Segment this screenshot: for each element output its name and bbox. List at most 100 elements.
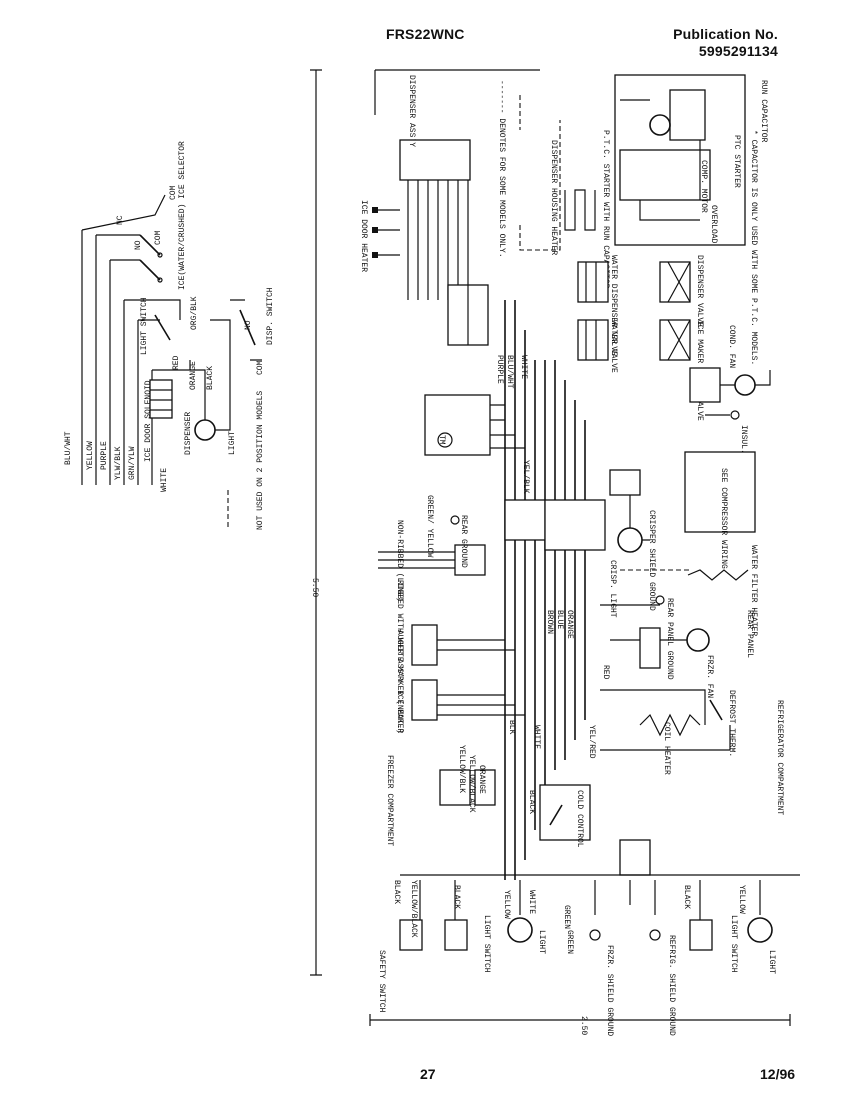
- wire-color-label: ORANGE: [565, 610, 574, 639]
- ribbed-label: RIBBED WITH WHITE MARKER (NEUT.): [395, 580, 404, 734]
- publication-label: Publication No.: [673, 26, 778, 42]
- model-number: FRS22WNC: [386, 26, 465, 42]
- safety-switch-label: SAFETY SWITCH: [377, 950, 386, 1013]
- inset-contact-label: NO: [134, 240, 143, 250]
- safety-switch: [399, 919, 423, 951]
- tm-label: TM: [437, 435, 446, 445]
- wire-color-label: YELLOW/BLK: [457, 745, 466, 793]
- cond-fan-label: COND. FAN: [727, 325, 736, 368]
- refrig-shield-ground-label: REFRIG. SHIELD GROUND: [667, 935, 676, 1036]
- inset-solenoid-label: ICE DOOR SOLENOID: [144, 380, 153, 462]
- dispenser-valve-label: DISPENSER VALVE: [695, 255, 704, 327]
- inset-color-label: ORANGE: [189, 361, 198, 390]
- rear-ground-label: REAR GROUND: [459, 515, 468, 568]
- wire-color-label: YELLOW: [502, 890, 511, 919]
- wire-color-label: BLACK: [682, 885, 691, 909]
- inset-wire-label: GRN/YLW: [128, 446, 137, 480]
- inset-dispenser-label: DISPENSER: [184, 412, 193, 455]
- inset-wire-label: BLU/WHT: [64, 431, 73, 465]
- wire-color-label: BLK: [507, 720, 516, 735]
- width-dimension: 2.50: [579, 1016, 588, 1035]
- wire-color-label: YELLOW/BLACK: [409, 880, 418, 938]
- wire-color-label: PURPLE: [495, 355, 504, 384]
- inset-light-switch-label: LIGHT SWITCH: [140, 297, 149, 355]
- inset-disp-switch-label: DISP. SWITCH: [266, 287, 275, 345]
- inset-wire-label: WHITE: [160, 468, 169, 492]
- run-capacitor-label: RUN CAPACITOR: [759, 80, 768, 143]
- dimension-lines: 5.50 2.50: [310, 69, 791, 1035]
- cond-fan: [734, 374, 756, 396]
- light-label: LIGHT: [767, 950, 776, 974]
- crisper-light: [617, 527, 643, 553]
- page-number: 27: [420, 1066, 436, 1082]
- inset-note: NOT USED ON 2 POSITION MODELS: [256, 391, 265, 530]
- see-compressor-label: SEE COMPRESSOR WIRING: [719, 468, 728, 569]
- freezer-compartment-label: FREEZER COMPARTMENT: [385, 755, 394, 846]
- dispenser-assy-box: [399, 139, 471, 181]
- ice-maker-water-valve: [577, 319, 609, 361]
- publication-number: 5995291134: [698, 43, 778, 59]
- light-switch-label: LIGHT SWITCH: [729, 915, 738, 973]
- water-dispenser-valve: [577, 261, 609, 303]
- light-label: LIGHT: [537, 930, 546, 954]
- publication-date: 12/96: [760, 1066, 796, 1082]
- wire-color-label: YEL/RED: [587, 725, 596, 759]
- inset-contact-label: NC: [116, 215, 125, 225]
- light-switch-freezer: [444, 919, 468, 951]
- light-switch-label: LIGHT SWITCH: [482, 915, 491, 973]
- auger-assy-label: AUGER ASS'Y: [395, 630, 404, 683]
- wire-color-label: WHITE: [519, 355, 528, 379]
- wire-color-label: RED: [601, 665, 610, 680]
- housing-heater-label: DISPENSER HOUSING HEATER: [549, 140, 558, 255]
- water-valve-label: WATER VALVE: [609, 320, 618, 373]
- wire-color-label: BLUE: [555, 610, 564, 629]
- wire-color-label: YEL/BLK: [521, 460, 530, 494]
- inset-contact-label: COM: [169, 185, 178, 200]
- cold-control-label: COLD CONTROL: [575, 790, 584, 848]
- inset-color-label: ORG/BLK: [190, 296, 199, 330]
- rear-panel-label: REAR PANEL: [745, 610, 754, 658]
- inset-ice-selector-label: ICE(WATER/CRUSHED) ICE SELECTOR: [178, 141, 187, 290]
- main-diagram: ICE DOOR HEATER DISPENSER ASS'Y ------- …: [359, 69, 800, 1036]
- frzr-shield-ground-label: FRZR. SHIELD GROUND: [605, 945, 614, 1036]
- inset-schematic: BLU/WHT YELLOW PURPLE YLW/BLK GRN/YLW WH…: [64, 141, 275, 530]
- rear-panel-ground-label: REAR PANEL GROUND: [665, 598, 674, 680]
- inset-wire-label: YELLOW: [86, 441, 95, 470]
- wire-color-label: BLACK: [392, 880, 401, 904]
- refrig-light: [747, 917, 773, 943]
- wire-color-label: BLU/WHT: [505, 355, 514, 389]
- timer-box: [424, 394, 491, 456]
- inset-contact-label: COM: [154, 230, 163, 245]
- freezer-fan: [686, 628, 710, 652]
- publication-block: Publication No. 5995291134: [673, 26, 778, 60]
- inset-light-label: LIGHT: [228, 431, 237, 455]
- inset-wire-label: YLW/BLK: [114, 446, 123, 480]
- ice-door-heater-label: ICE DOOR HEATER: [359, 200, 368, 272]
- denotes-note: ------- DENOTES FOR SOME MODELS ONLY.: [497, 80, 506, 258]
- overload-label: OVERLOAD: [709, 205, 718, 244]
- water-dispenser-valve-label: WATER DISPENSER VALVE: [609, 255, 618, 356]
- green-yellow-label: GREEN/ YELLOW: [425, 495, 434, 558]
- ice-maker-label: ICE MAKER: [395, 690, 404, 733]
- crisper-shield-ground-label: CRISPER SHIELD GROUND: [647, 510, 656, 611]
- ptc-label: P.T.C. STARTER WITH RUN CAPACITOR: [601, 130, 610, 289]
- inset-wire-label: PURPLE: [100, 441, 109, 470]
- inset-color-label: BLACK: [206, 366, 215, 390]
- dispenser-assy-label: DISPENSER ASS'Y: [407, 75, 416, 147]
- freezer-light: [507, 917, 533, 943]
- wire-color-label: ORANGE: [477, 765, 486, 794]
- wire-color-label: GREEN: [562, 905, 571, 929]
- inset-contact-label: COM: [256, 360, 265, 375]
- wire-color-label: YELLOW: [737, 885, 746, 914]
- crisper-light-label: CRISP. LIGHT: [608, 560, 617, 618]
- water-filter-heater-label: WATER FILTER HEATER: [749, 545, 758, 636]
- wire-color-label: WHITE: [527, 890, 536, 914]
- ice-maker: [411, 679, 438, 721]
- inset-color-label: RED: [172, 355, 181, 370]
- non-ribbed-label: NON-RIBBED (LINE): [395, 520, 404, 602]
- water-valve: [659, 261, 691, 303]
- capacitor-note: * CAPACITOR IS ONLY USED WITH SOME P.T.C…: [749, 130, 758, 365]
- frzr-fan-label: FRZR. FAN: [705, 655, 714, 698]
- compressor-box: [684, 451, 756, 533]
- light-switch-refrig: [689, 919, 713, 951]
